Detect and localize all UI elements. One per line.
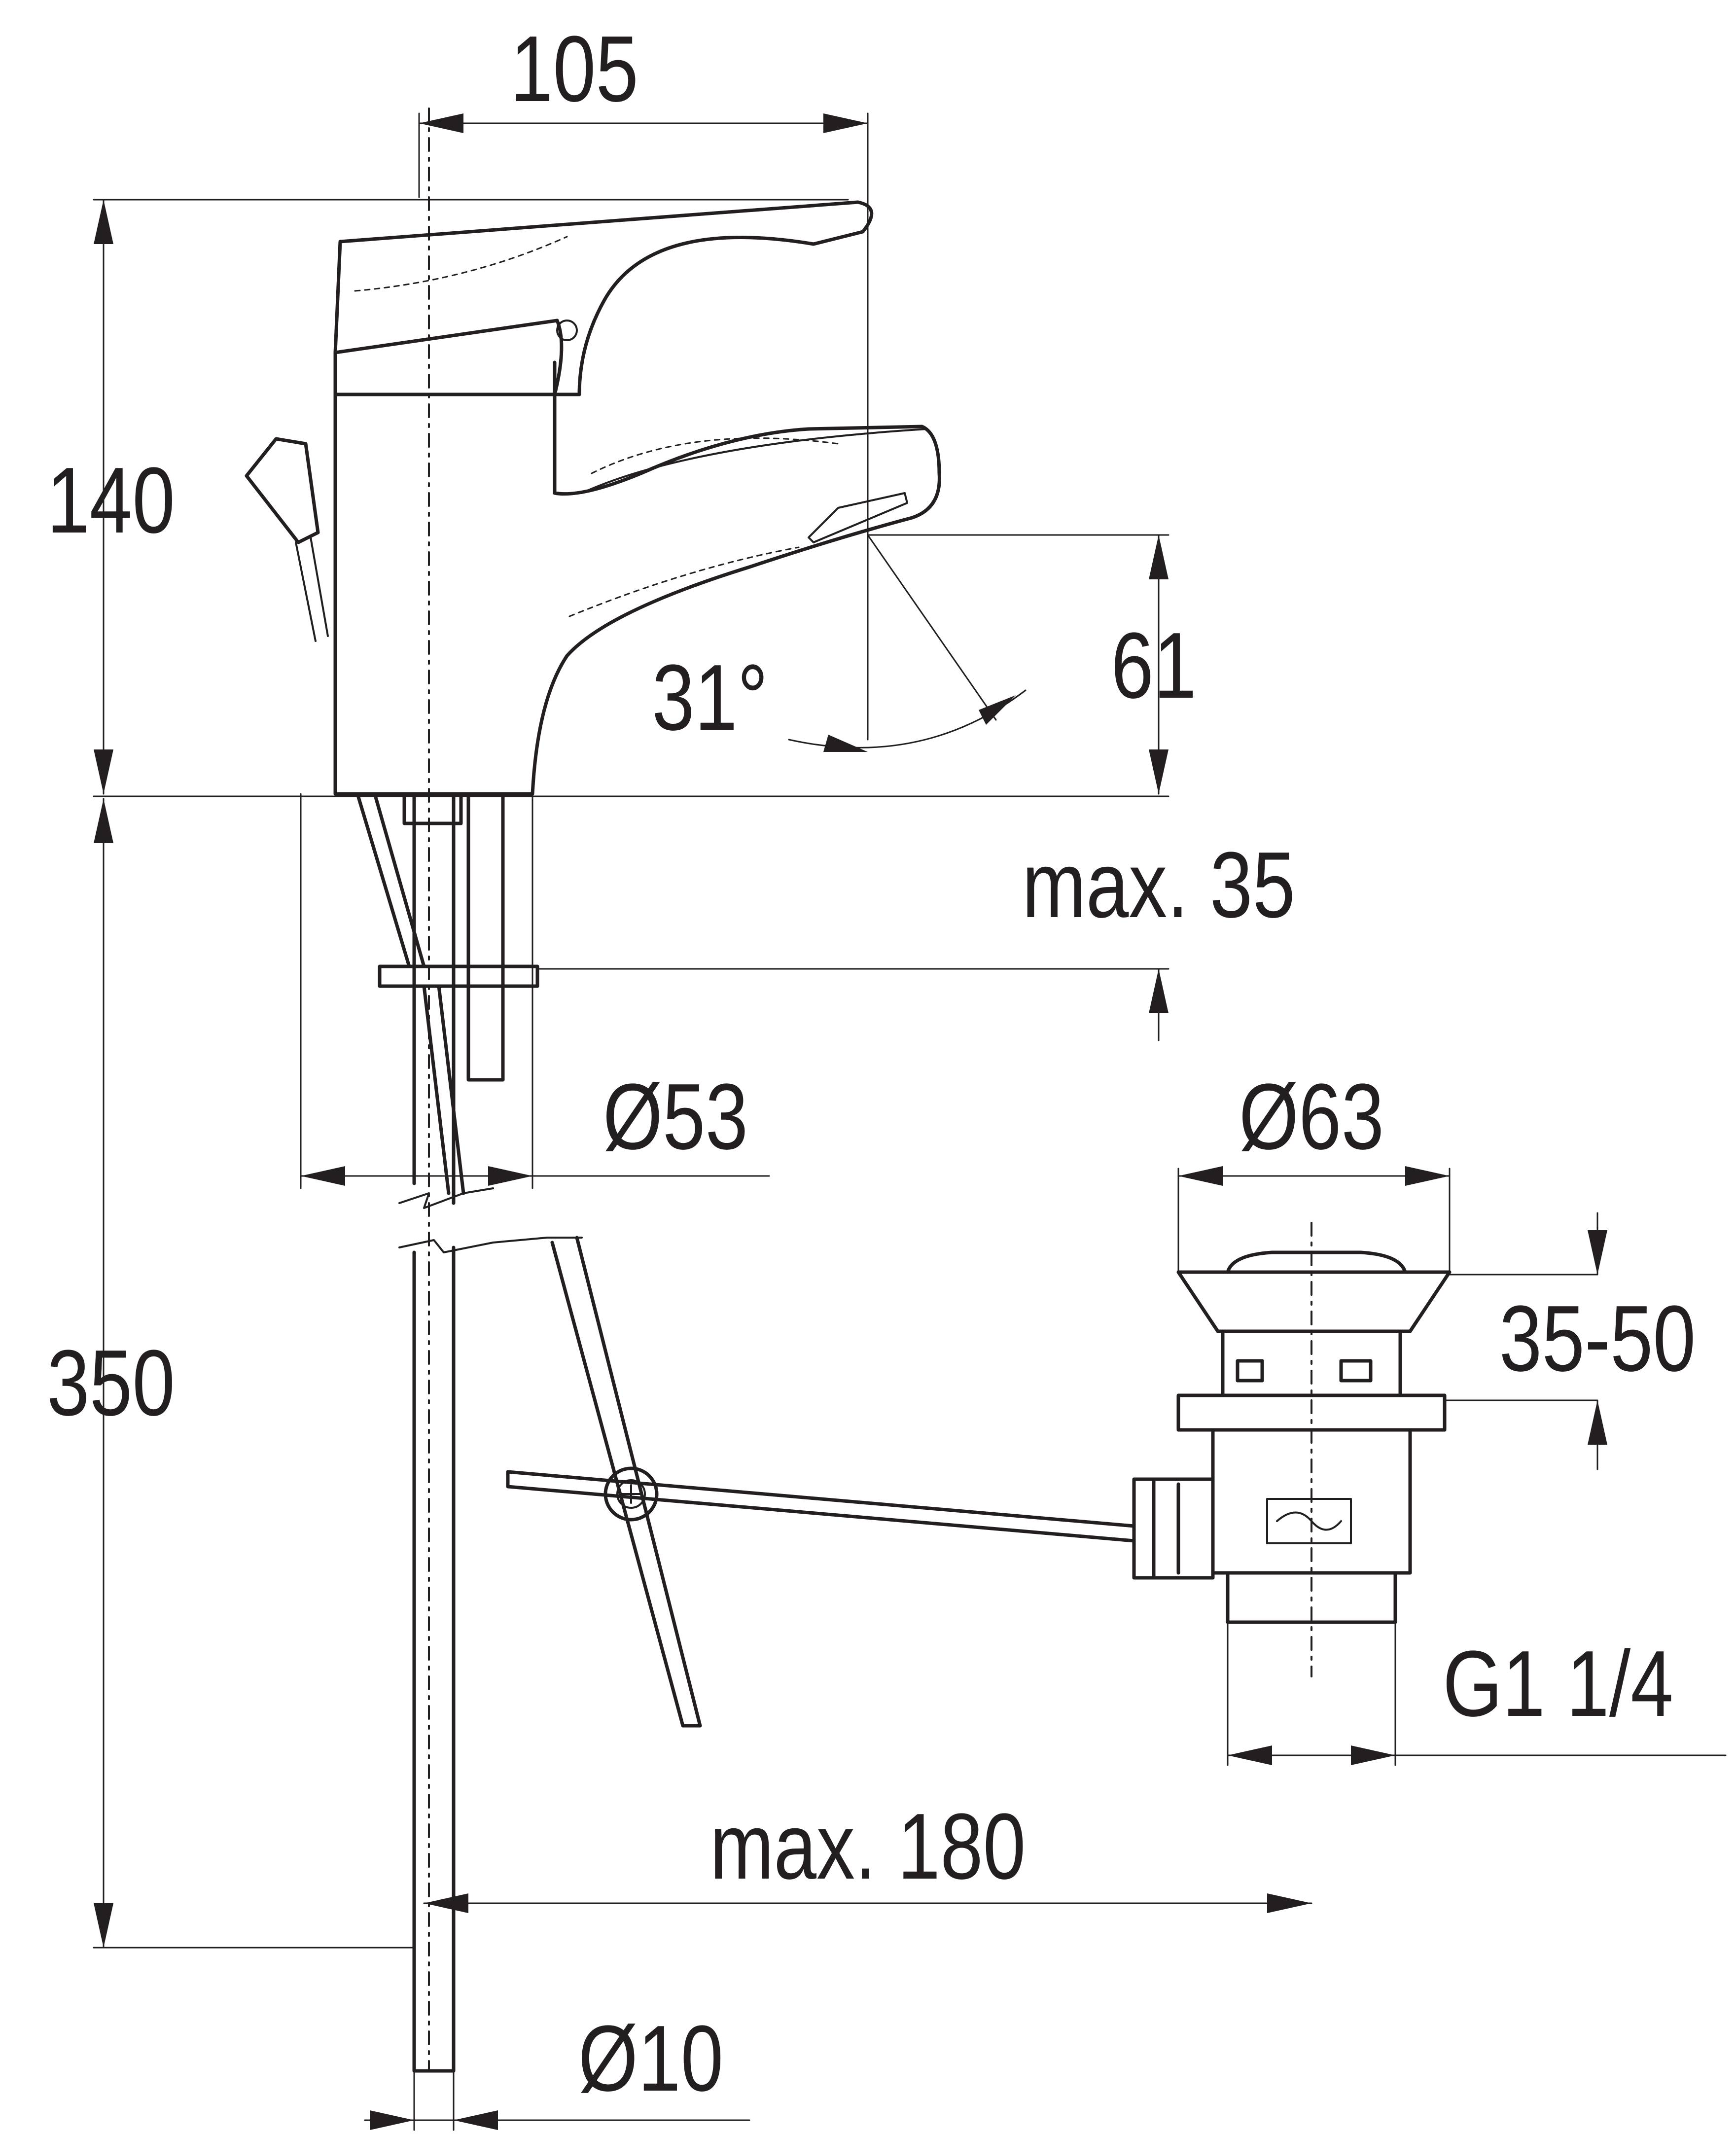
dim-max35-arrow [1149, 969, 1169, 1013]
spout-contour [581, 428, 928, 494]
threaded-shank [402, 792, 505, 1082]
dim-61-arrow-bottom [1149, 749, 1169, 794]
clamp-cross [621, 1484, 641, 1504]
dim-140-arrow-top [94, 200, 113, 244]
dim-350-arrow-bottom [94, 1903, 113, 1948]
tail-pipe [412, 792, 456, 1205]
dim-350-line [93, 798, 415, 1949]
dim-140-line [93, 199, 849, 795]
dim-140-arrow-bottom [94, 749, 113, 794]
label-d63: Ø63 [1239, 1064, 1384, 1169]
dim-3550-arrow-bottom [1588, 1400, 1607, 1445]
dim-g114-line [1227, 1621, 1727, 1766]
dim-63-arrow-left [1178, 1166, 1223, 1186]
mounting-nut [378, 964, 539, 988]
break-line-upper [398, 1187, 494, 1209]
waste-logo [1266, 1498, 1352, 1544]
dim-10-arrow-left [370, 2110, 414, 2130]
popup-waste [506, 1222, 1452, 1677]
label-31deg: 31° [652, 645, 768, 749]
dim-max180-arrow-right [1267, 1893, 1311, 1913]
waste-cage [1221, 1329, 1402, 1397]
lever-socket [1132, 1477, 1215, 1580]
handle-screw [556, 320, 578, 341]
tail-pipe-lower [412, 1245, 456, 2073]
dim-53-arrow-left [301, 1166, 345, 1186]
dim-53-arrow-right [488, 1166, 532, 1186]
dim-max180-arrow-left [424, 1893, 468, 1913]
dim-61-arrow-top [1149, 535, 1169, 579]
dim-angle-arrow-right [979, 695, 1016, 725]
label-d53: Ø53 [603, 1064, 748, 1169]
popup-rod [295, 536, 329, 642]
dim-max35-line [536, 968, 1169, 1041]
under-counter-parts [355, 792, 702, 2073]
body-outline [333, 392, 941, 796]
clamp-outer [603, 1466, 659, 1522]
label-105: 105 [510, 16, 638, 121]
dimension-labels: 105 140 350 61 31° max. 35 Ø53 Ø63 35-50… [47, 16, 1696, 2110]
clamp-inner [616, 1479, 646, 1509]
dim-g114-arrow-left [1228, 1745, 1272, 1765]
label-g114: G1 1/4 [1443, 1631, 1673, 1736]
hidden-lines [354, 236, 839, 617]
dim-3550-line [1444, 1212, 1598, 1470]
popup-knob [245, 437, 320, 544]
faucet-body [245, 200, 941, 796]
dim-350-arrow-top [94, 799, 113, 843]
label-3550: 35-50 [1499, 1286, 1696, 1390]
dim-63-arrow-right [1405, 1166, 1450, 1186]
dim-g114-arrow-right [1351, 1745, 1395, 1765]
handle-cap [333, 351, 557, 396]
label-d10: Ø10 [578, 2006, 723, 2110]
label-max180: max. 180 [710, 1794, 1026, 1898]
dim-3550-arrow-top [1588, 1230, 1607, 1275]
waste-plug-top [1226, 1250, 1407, 1274]
dim-105-line [418, 112, 869, 741]
dim-10-arrow-right [454, 2110, 498, 2130]
waste-flange [1176, 1270, 1452, 1333]
label-140: 140 [47, 448, 175, 552]
label-max35: max. 35 [1022, 832, 1295, 937]
dim-angle-arrow-left [823, 735, 868, 752]
aerator [808, 492, 908, 543]
label-350: 350 [47, 1330, 175, 1435]
label-61: 61 [1111, 613, 1196, 717]
lever-handle [333, 200, 874, 396]
dim-105-arrow-right [823, 113, 868, 133]
dim-105-arrow-left [419, 113, 463, 133]
dim-53-line [300, 793, 770, 1189]
horizontal-lever [506, 1470, 1136, 1543]
dimension-lines [93, 112, 1727, 2131]
lift-rod-upper [355, 792, 465, 1195]
dim-63-line [1177, 1168, 1451, 1273]
